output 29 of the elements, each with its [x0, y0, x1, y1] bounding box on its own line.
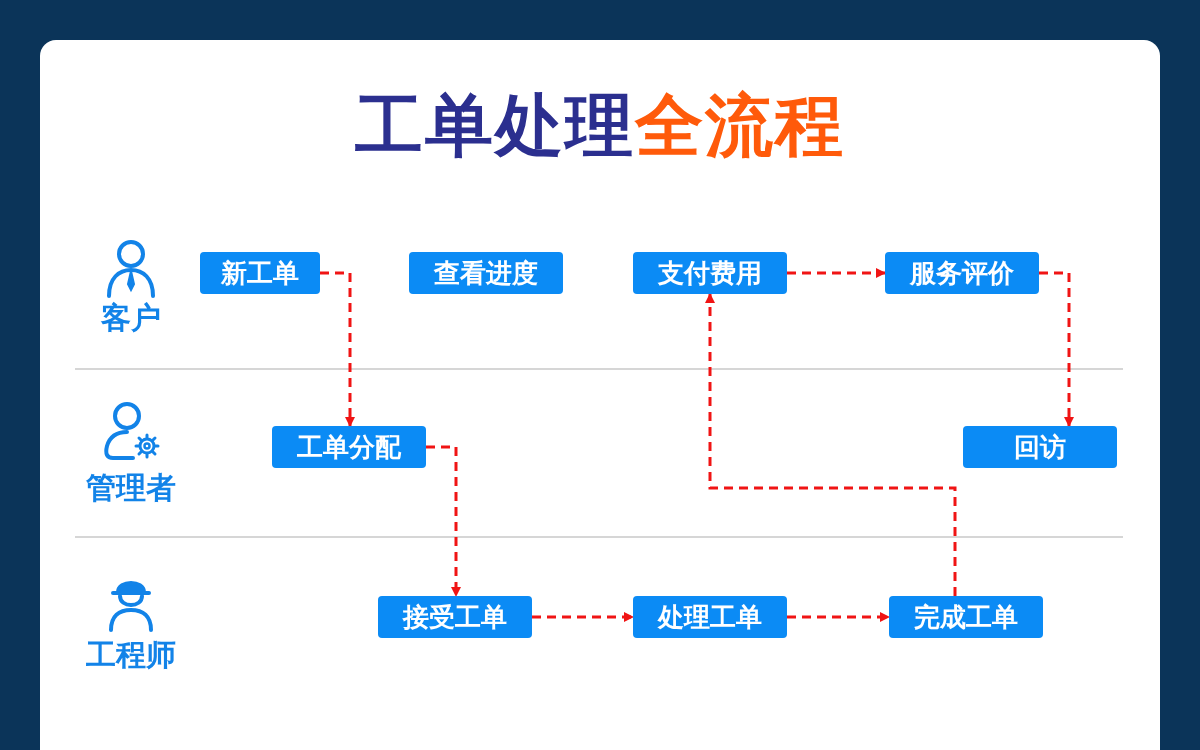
process-box	[889, 596, 1043, 638]
step-label: 工单分配	[297, 430, 401, 464]
process-box	[633, 252, 787, 294]
process-box	[378, 596, 532, 638]
role-label: 客户	[100, 303, 162, 333]
process-box	[963, 426, 1117, 468]
dashed-arrow	[532, 612, 634, 622]
dashed-arrow	[426, 445, 461, 597]
step-label: 查看进度	[434, 256, 538, 290]
step-label: 新工单	[221, 256, 299, 290]
dashed-arrow	[705, 293, 957, 596]
step-label: 处理工单	[658, 600, 762, 634]
step-label: 回访	[1014, 430, 1066, 464]
process-box	[200, 252, 320, 294]
role-label: 工程师	[85, 640, 177, 670]
process-box	[885, 252, 1039, 294]
dashed-arrow	[787, 268, 886, 278]
process-box	[633, 596, 787, 638]
process-box	[409, 252, 563, 294]
step-label: 支付费用	[658, 256, 762, 290]
step-label: 完成工单	[914, 600, 1018, 634]
diagram-title: 工单处理全流程	[354, 92, 846, 160]
step-label: 接受工单	[403, 600, 507, 634]
dashed-arrow	[1039, 271, 1074, 427]
dashed-arrow	[320, 271, 355, 427]
dashed-arrow	[787, 612, 890, 622]
step-label: 服务评价	[910, 256, 1014, 290]
role-label: 管理者	[85, 473, 177, 503]
process-box	[272, 426, 426, 468]
